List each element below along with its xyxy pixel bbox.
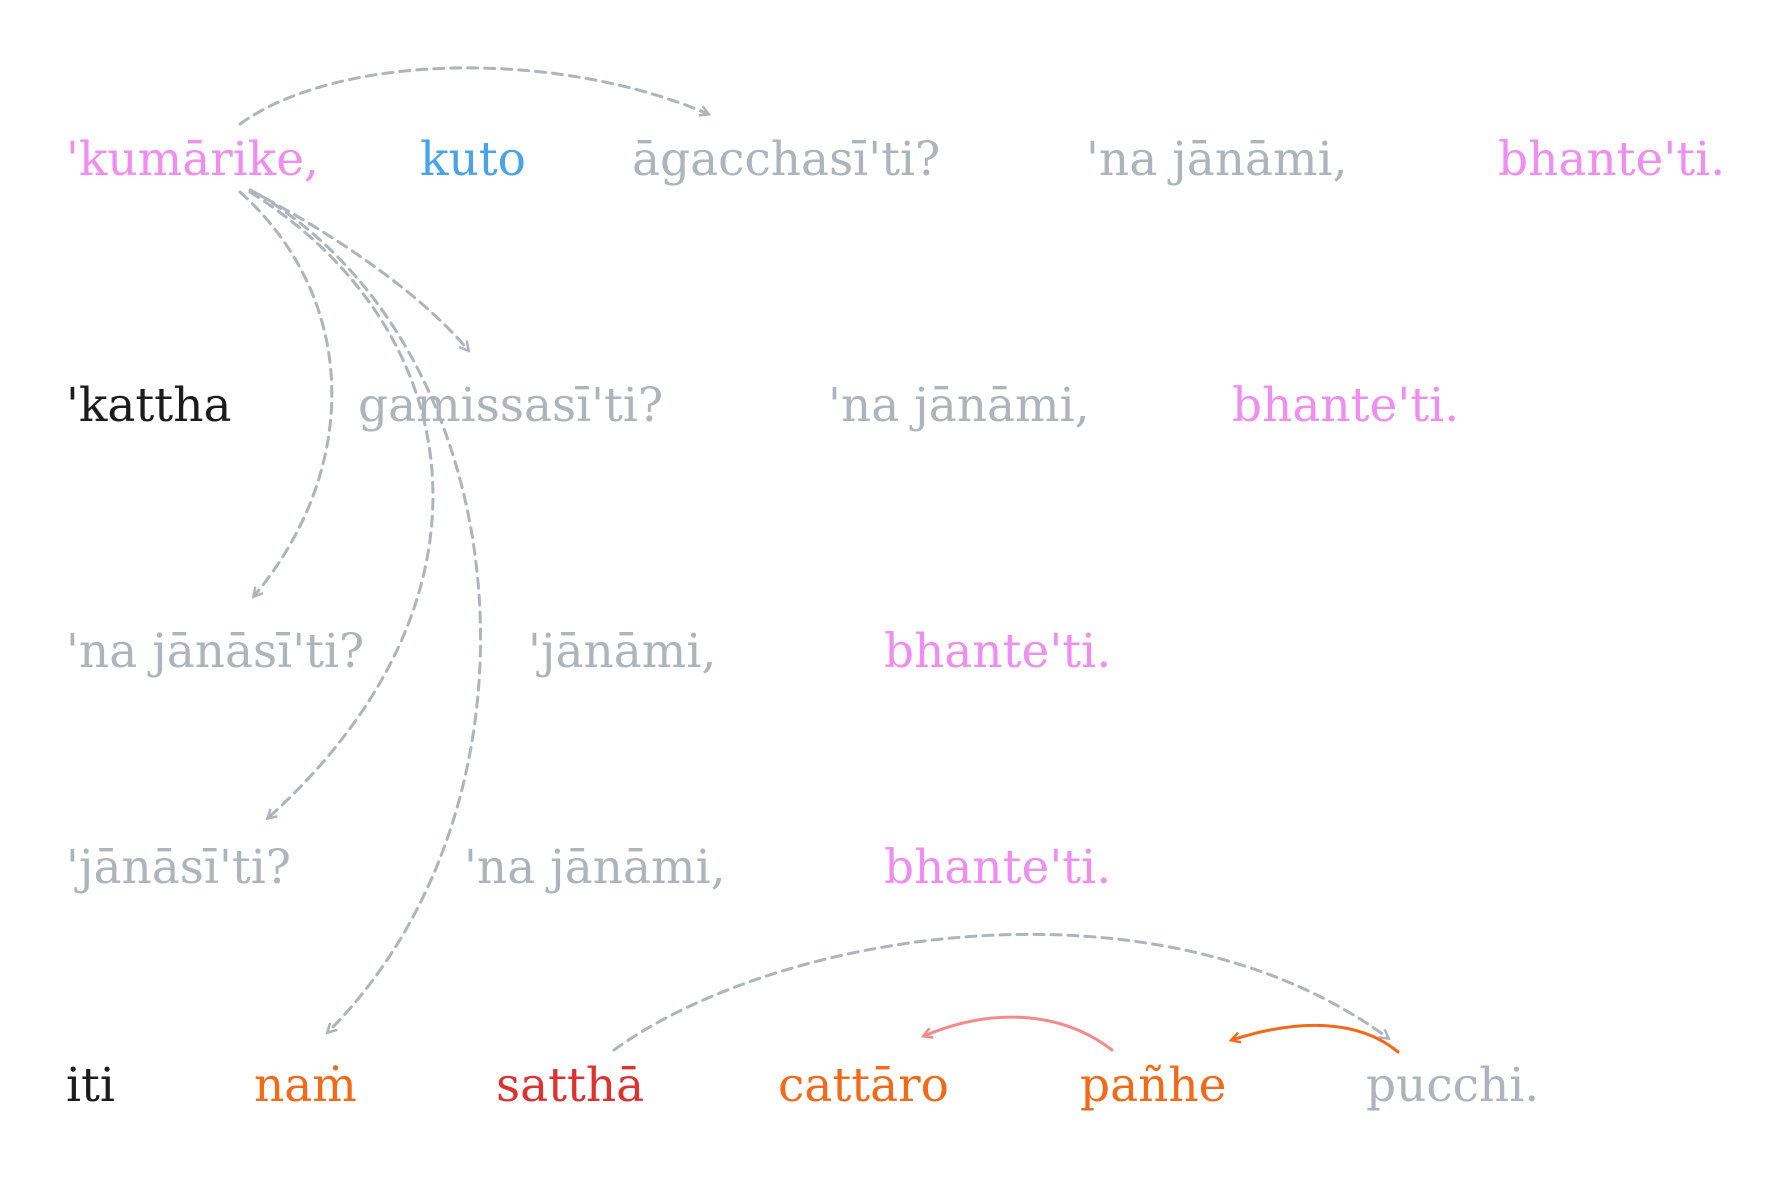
word-sattha: satthā <box>496 1058 645 1113</box>
word-bhanteti-1: bhante'ti. <box>1498 132 1726 187</box>
arc-kumarike-na-janasiti <box>238 190 334 596</box>
word-kuto: kuto <box>420 132 526 187</box>
word-panhe: pañhe <box>1080 1058 1227 1113</box>
arc-kumarike-gamissasiti <box>248 188 468 350</box>
word-na-janami-3: 'na jānāmi, <box>464 840 726 895</box>
arc-kumarike-janasiti <box>248 190 435 818</box>
arc-pucchi-panhe <box>1232 1023 1400 1054</box>
word-nam: naṁ <box>254 1058 357 1113</box>
word-gamissasiti: gamissasī'ti? <box>358 378 664 433</box>
word-iti: iti <box>66 1058 115 1113</box>
word-cattaro: cattāro <box>778 1058 949 1113</box>
word-bhanteti-4: bhante'ti. <box>884 840 1112 895</box>
word-janami: 'jānāmi, <box>528 624 717 679</box>
arc-kumarike-agacchasiti <box>238 66 708 126</box>
word-na-janasiti: 'na jānāsī'ti? <box>66 624 365 679</box>
word-na-janami-1: 'na jānāmi, <box>1086 132 1348 187</box>
word-bhanteti-2: bhante'ti. <box>1232 378 1460 433</box>
word-janasiti: 'jānāsī'ti? <box>66 840 291 895</box>
arc-panhe-cattaro <box>924 1015 1114 1052</box>
arc-kumarike-nam <box>256 192 482 1032</box>
word-agacchasiti: āgacchasī'ti? <box>632 132 941 187</box>
word-pucchi: pucchi. <box>1366 1058 1540 1113</box>
word-kumarike: 'kumārike, <box>66 132 319 187</box>
word-bhanteti-3: bhante'ti. <box>884 624 1112 679</box>
word-kattha: 'kattha <box>66 378 232 433</box>
arc-pucchi-sattha <box>612 932 1388 1052</box>
word-na-janami-2: 'na jānāmi, <box>828 378 1090 433</box>
